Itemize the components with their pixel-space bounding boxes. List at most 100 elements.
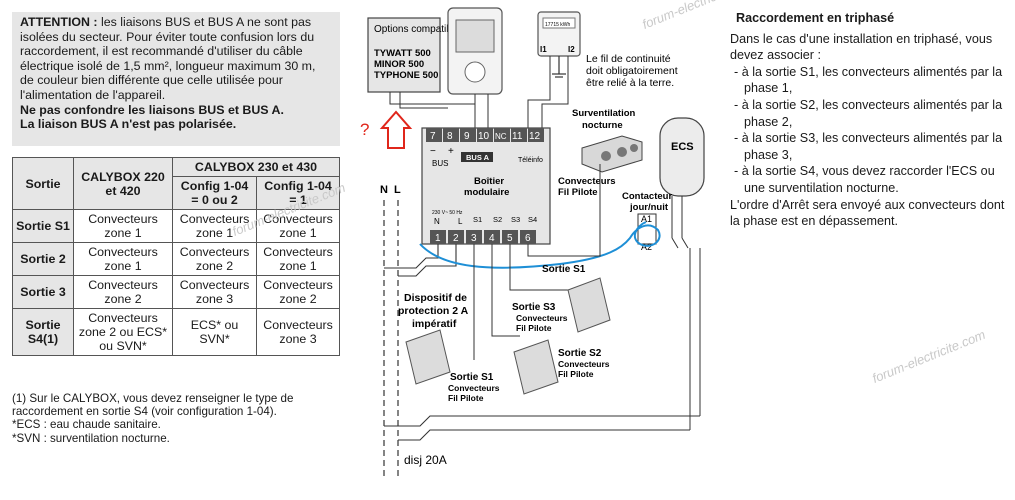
modular-box xyxy=(421,127,551,245)
cell: Convecteurs zone 3 xyxy=(256,308,340,356)
cell: Convecteurs zone 2 xyxy=(256,275,340,309)
list-item: - à la sortie S3, les convecteurs alimen… xyxy=(734,131,1003,162)
s2-label: Sortie S2 xyxy=(558,348,602,359)
terminal-9: 9 xyxy=(464,131,470,142)
ecs-label: ECS xyxy=(671,141,694,153)
terminal-7: 7 xyxy=(430,131,436,142)
s2-conv-label: Convecteurs xyxy=(558,359,610,369)
thermostat-screen xyxy=(455,19,495,53)
triphase-outro: L'ordre d'Arrêt sera envoyé aux convecte… xyxy=(730,197,1005,229)
terminal-4: 4 xyxy=(489,233,495,244)
terminal-2: 2 xyxy=(453,233,459,244)
contactor-a2: A2 xyxy=(641,242,652,252)
cell: Convecteurs zone 2 xyxy=(171,242,258,276)
s1-conv-label: Convecteurs xyxy=(448,383,500,393)
th-calybox-230-430: CALYBOX 230 et 430 xyxy=(172,157,340,177)
triphase-title: Raccordement en triphasé xyxy=(736,11,895,25)
list-item: - à la sortie S1, les convecteurs alimen… xyxy=(734,64,1003,96)
terminal-12: 12 xyxy=(529,131,541,142)
cell: Convecteurs zone 1 xyxy=(73,209,173,243)
bus-label: BUS xyxy=(432,159,448,168)
meter-screen xyxy=(542,17,576,29)
power-label: 230 V~ 50 Hz xyxy=(432,210,463,216)
s1-fp-label: Fil Pilote xyxy=(448,393,484,403)
option-typhone: TYPHONE 500 xyxy=(374,70,438,81)
table-row: Sortie 3 Convecteurs zone 2 Convecteurs … xyxy=(12,275,340,309)
water-heater xyxy=(659,117,705,197)
s3-label: Sortie S3 xyxy=(512,302,556,313)
triphase-section: Raccordement en triphasé Dans le cas d'u… xyxy=(730,10,1010,230)
footnote: *ECS : eau chaude sanitaire. xyxy=(12,418,161,432)
list-item: - à la sortie S4, vous devez raccorder l… xyxy=(734,164,995,195)
bottom-terminals: 1 2 3 4 5 6 xyxy=(430,230,536,244)
options-box xyxy=(367,17,441,93)
attention-text: les liaisons BUS et BUS A ne sont pas is… xyxy=(20,15,316,102)
box-s2: S2 xyxy=(493,215,502,224)
hidden-sortie-s1: Sortie S1 xyxy=(542,264,586,275)
meter-i1: I1 xyxy=(540,45,547,54)
convector-s2: Sortie S2 Convecteurs Fil Pilote xyxy=(513,339,610,395)
table-row: Sortie 2 Convecteurs zone 1 Convecteurs … xyxy=(12,242,340,276)
wiring-diagram: Options compatibles : TYWATT 500 MINOR 5… xyxy=(360,7,705,480)
options-title: Options compatibles : xyxy=(374,24,470,35)
s3-fp-label: Fil Pilote xyxy=(516,323,552,333)
top-terminals: 7 8 9 10 NC 11 12 xyxy=(426,128,544,142)
list-item: - à la sortie S2, les convecteurs alimen… xyxy=(734,97,1003,129)
bus-a-badge xyxy=(461,152,493,162)
box-n: N xyxy=(434,217,440,226)
red-arrow-icon xyxy=(379,110,413,149)
terminal-8: 8 xyxy=(447,131,453,142)
terminal-nc: NC xyxy=(495,132,507,141)
terminal-11: 11 xyxy=(512,131,523,142)
cell: Convecteurs zone 1 xyxy=(256,242,340,276)
bus-a-annotation-line xyxy=(419,221,661,269)
bus-minus: − xyxy=(430,146,436,157)
table-row: Sortie S4(1) Convecteurs zone 2 ou ECS* … xyxy=(12,308,340,356)
cell: Convecteurs zone 2 xyxy=(73,275,173,309)
box-s1: S1 xyxy=(473,215,482,224)
footnote: *SVN : surventilation nocturne. xyxy=(12,431,170,445)
question-mark: ? xyxy=(360,120,369,139)
triphase-list: - à la sortie S1, les convecteurs alimen… xyxy=(730,64,1010,197)
terminal-5: 5 xyxy=(507,233,513,244)
cell: Convecteurs zone 2 ou ECS* ou SVN* xyxy=(73,308,173,356)
table-row: Sortie S1 Convecteurs zone 1 Convecteurs… xyxy=(12,209,340,243)
line-l-label: L xyxy=(394,184,401,196)
th-config-0-2: Config 1-04 = 0 ou 2 xyxy=(171,176,258,210)
meter-i2: I2 xyxy=(568,45,575,54)
s2-fp-label: Fil Pilote xyxy=(558,369,594,379)
terminal-6: 6 xyxy=(525,233,531,244)
ventilation-unit xyxy=(581,135,643,173)
watermark: forum-electricite.com xyxy=(870,326,988,386)
triphase-intro: Dans le cas d'une installation en tripha… xyxy=(730,31,993,63)
thermostat-knob xyxy=(464,61,486,83)
footnotes: (1) Sur le CALYBOX, vous devez renseigne… xyxy=(12,392,342,445)
th-calybox-220-420: CALYBOX 220 et 420 xyxy=(73,157,173,210)
disj-label: disj 20A xyxy=(404,453,447,467)
cell: Convecteurs zone 3 xyxy=(171,275,258,309)
box-s3: S3 xyxy=(511,215,520,224)
attention-box: ATTENTION : les liaisons BUS et BUS A ne… xyxy=(12,12,340,146)
terminal-10: 10 xyxy=(478,131,490,142)
contactor-a1: A1 xyxy=(641,214,652,224)
attention-bold-1: Ne pas confondre les liaisons BUS et BUS… xyxy=(20,102,284,117)
option-tywatt: TYWATT 500 xyxy=(374,48,431,59)
box-l: L xyxy=(458,217,463,226)
continuity-note: Le fil de continuité doit obligatoiremen… xyxy=(586,53,681,89)
bus-plus: + xyxy=(448,146,454,157)
output-config-table: Sortie CALYBOX 220 et 420 CALYBOX 230 et… xyxy=(12,157,340,356)
terminal-3: 3 xyxy=(471,233,477,244)
convector-s3: Sortie S3 Convecteurs Fil Pilote xyxy=(512,277,611,333)
row-sortie: Sortie 3 xyxy=(12,275,74,309)
box-s4: S4 xyxy=(528,215,537,224)
meter-screen-value: 17715 kWh xyxy=(545,22,571,28)
attention-label: ATTENTION : xyxy=(20,15,98,29)
s3-conv-label: Convecteurs xyxy=(516,313,568,323)
convector-s1 xyxy=(405,329,451,385)
terminal-1: 1 xyxy=(435,233,441,244)
